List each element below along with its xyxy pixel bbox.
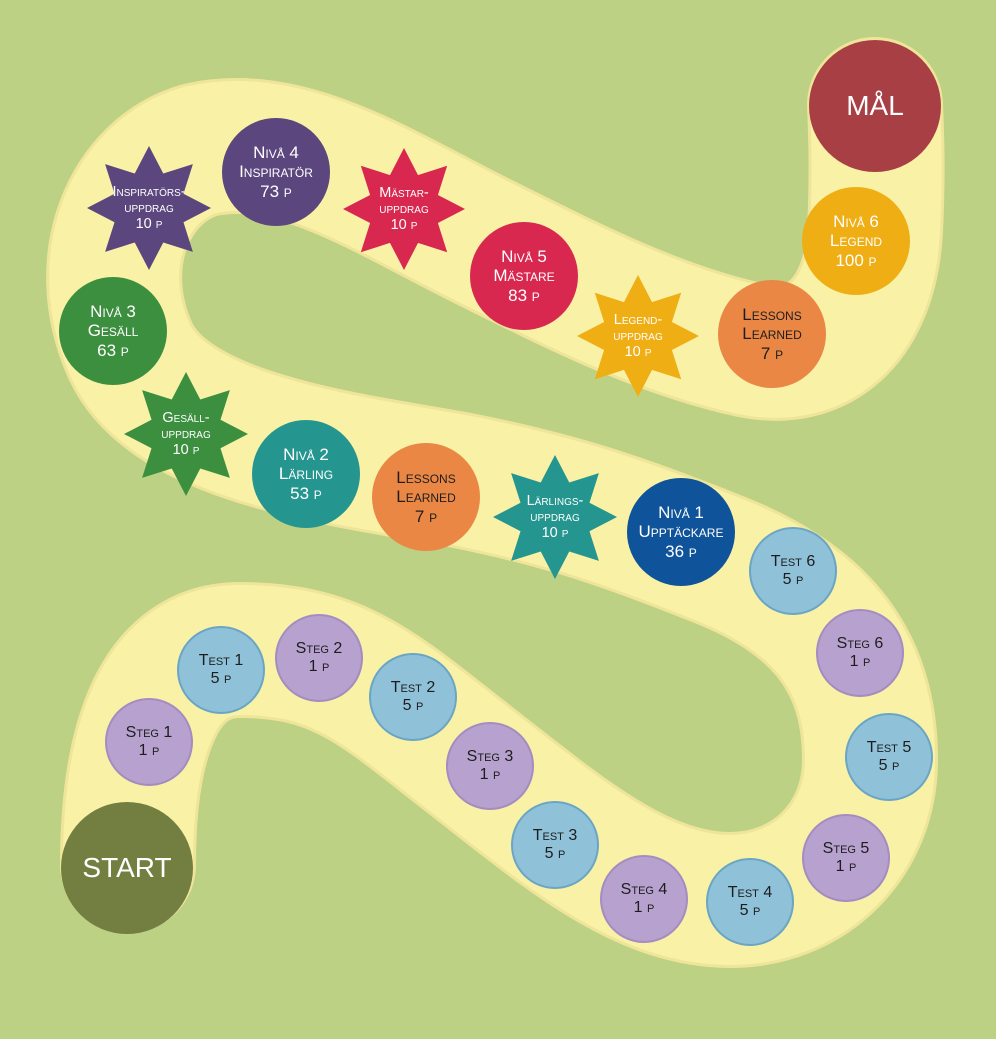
node-label-line: Test 5 bbox=[866, 739, 912, 757]
node-label-line: 10 p bbox=[541, 525, 569, 542]
node-label-line: 10 p bbox=[390, 217, 418, 234]
node-label-line: 1 p bbox=[308, 658, 330, 675]
node-label-line: Mästare bbox=[493, 266, 555, 286]
node-label-line: Lessons bbox=[396, 468, 456, 488]
node-label-line: Nivå 1 bbox=[658, 503, 704, 523]
node-label-line: Lärlings- bbox=[526, 492, 584, 509]
node-label-line: Test 3 bbox=[532, 827, 578, 845]
node-label-line: Test 4 bbox=[727, 884, 773, 902]
node-label-line: Test 6 bbox=[770, 553, 816, 571]
node-label-line: uppdrag bbox=[161, 425, 211, 442]
node-label-line: Test 2 bbox=[390, 679, 436, 697]
node-label-line: 5 p bbox=[739, 902, 761, 919]
node-label-line: 5 p bbox=[878, 757, 900, 774]
node-label-line: Nivå 5 bbox=[501, 247, 547, 267]
node-label-line: Test 1 bbox=[198, 652, 244, 670]
node-label-line: Nivå 3 bbox=[90, 302, 136, 322]
node-label-line: Mästar- bbox=[379, 184, 429, 201]
node-label-line: Legend bbox=[829, 231, 883, 251]
node-label-line: 1 p bbox=[849, 653, 871, 670]
node-label-line: 10 p bbox=[135, 216, 163, 233]
node-label-line: 5 p bbox=[210, 670, 232, 687]
node-label-line: Nivå 6 bbox=[833, 212, 879, 232]
node-label-line: uppdrag bbox=[124, 199, 174, 216]
node-label-line: 5 p bbox=[544, 845, 566, 862]
node-label-line: Steg 6 bbox=[836, 635, 884, 653]
node-label-line: Learned bbox=[396, 487, 456, 507]
node-label-line: Nivå 4 bbox=[253, 143, 299, 163]
node-label-line: Gesäll- bbox=[162, 409, 210, 426]
node-label-line: 1 p bbox=[479, 766, 501, 783]
node-label-line: 73 p bbox=[260, 181, 292, 201]
node-label-line: Legend- bbox=[613, 311, 663, 328]
node-label-line: 10 p bbox=[624, 344, 652, 361]
node-label-line: 5 p bbox=[782, 571, 804, 588]
node-label-line: Steg 3 bbox=[466, 748, 514, 766]
node-label-line: MÅL bbox=[846, 90, 904, 122]
node-label-line: Steg 2 bbox=[295, 640, 343, 658]
node-label-line: Lärling bbox=[278, 464, 334, 484]
node-label-line: Steg 1 bbox=[125, 724, 173, 742]
node-label-line: 7 p bbox=[760, 343, 784, 363]
node-label-line: 1 p bbox=[835, 858, 857, 875]
node-label-line: Gesäll bbox=[87, 321, 139, 341]
node-label-line: uppdrag bbox=[379, 200, 429, 217]
node-label-line: 100 p bbox=[835, 250, 877, 270]
node-label-line: Upptäckare bbox=[638, 522, 724, 542]
node-label-line: 5 p bbox=[402, 697, 424, 714]
node-label-line: Nivå 2 bbox=[283, 445, 329, 465]
node-label-line: Steg 4 bbox=[620, 881, 668, 899]
node-label-line: 36 p bbox=[665, 541, 697, 561]
node-label-line: 1 p bbox=[138, 742, 160, 759]
node-label-line: uppdrag bbox=[530, 508, 580, 525]
node-label-line: START bbox=[82, 852, 172, 884]
node-label-line: 53 p bbox=[290, 483, 322, 503]
node-label-line: 10 p bbox=[172, 442, 200, 459]
node-label-line: Learned bbox=[742, 324, 802, 344]
node-label-line: Inspiratör bbox=[239, 162, 313, 182]
node-label-line: 7 p bbox=[414, 506, 438, 526]
node-label-line: 83 p bbox=[508, 285, 540, 305]
node-label-line: Lessons bbox=[742, 305, 802, 325]
node-label-line: Inspiratörs- bbox=[112, 183, 186, 200]
node-start[interactable]: START bbox=[61, 802, 193, 934]
node-mal[interactable]: MÅL bbox=[809, 40, 941, 172]
node-label-line: Steg 5 bbox=[822, 840, 870, 858]
node-label-line: 63 p bbox=[97, 340, 129, 360]
node-label-line: uppdrag bbox=[613, 327, 663, 344]
node-label-line: 1 p bbox=[633, 899, 655, 916]
